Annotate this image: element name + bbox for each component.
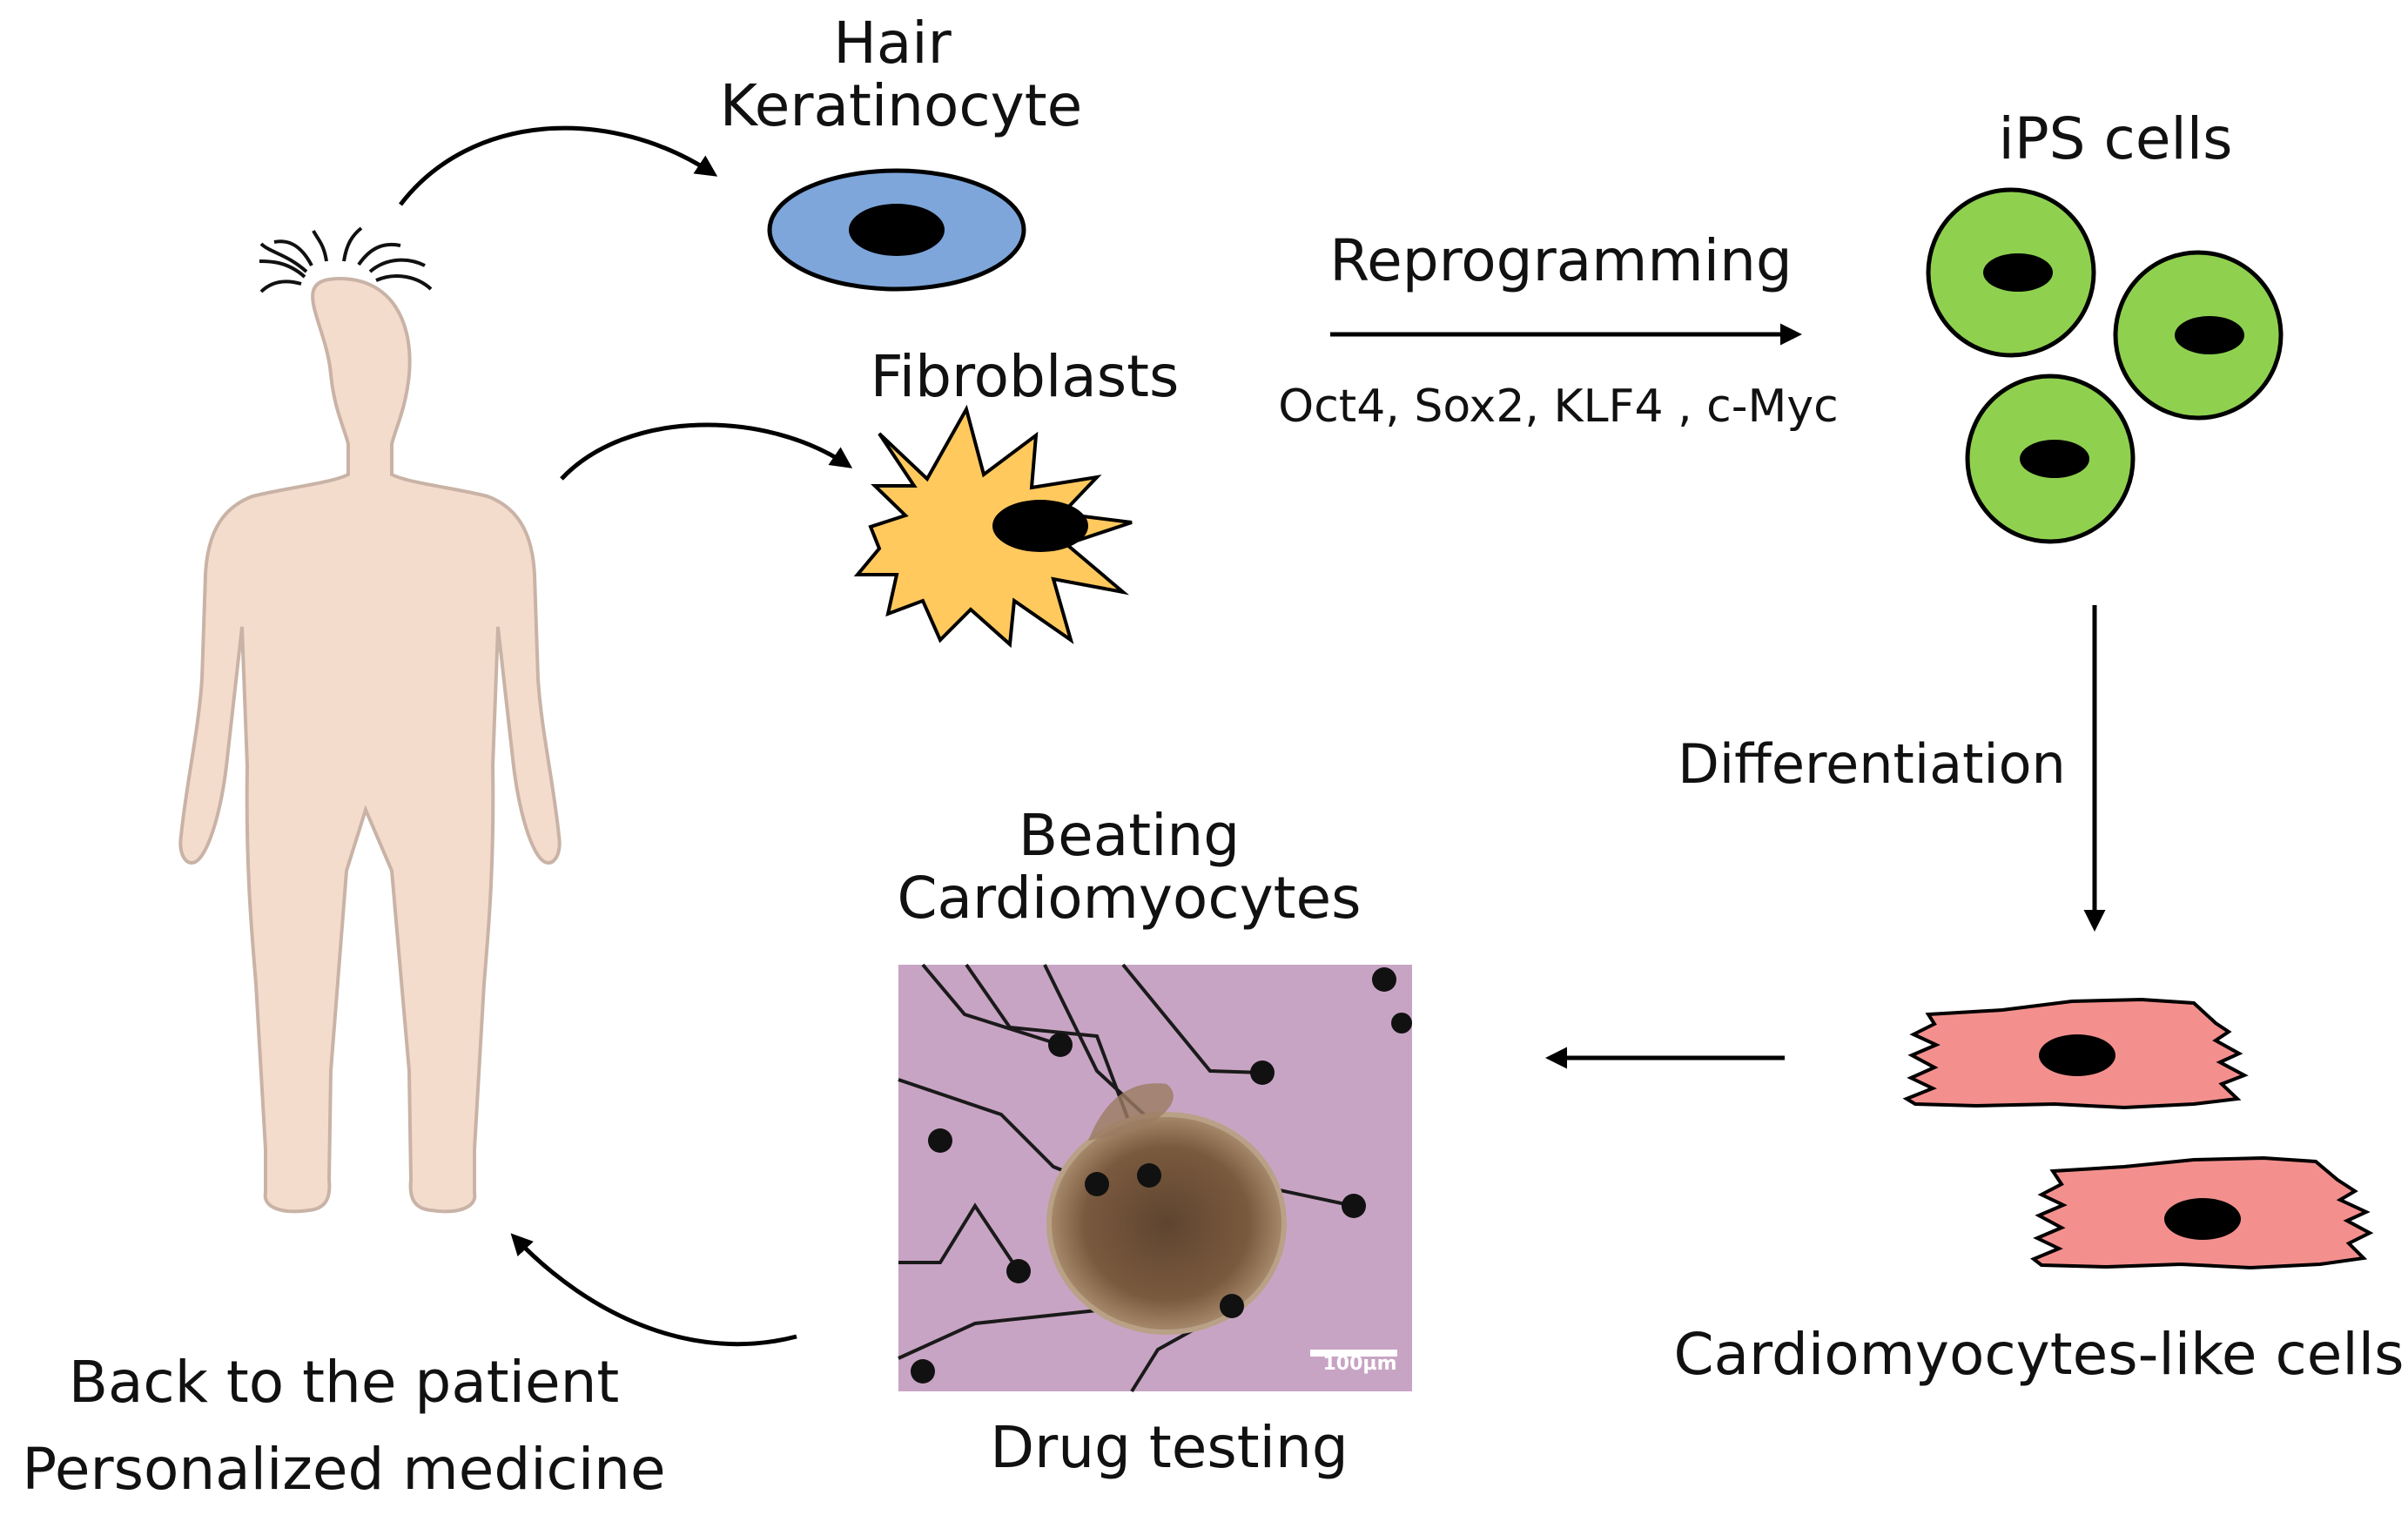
ips-cell-cluster — [1926, 187, 2284, 544]
reprogramming-factors-label: Oct4, Sox2, KLF4 , c-Myc — [1278, 380, 1839, 433]
scale-bar-label: 100µm — [1322, 1353, 1397, 1375]
keratinocyte-label: Keratinocyte — [719, 72, 1083, 139]
fibroblast-cell — [853, 404, 1133, 649]
electrodes — [911, 967, 1412, 1384]
drug-testing-label: Drug testing — [990, 1414, 1349, 1481]
keratinocyte-nucleus — [849, 204, 945, 256]
ips-cell — [1926, 187, 2096, 358]
micrograph-image — [898, 963, 1412, 1393]
reprogramming-label: Reprogramming — [1329, 227, 1793, 294]
human-figure — [178, 226, 562, 1214]
ips-cell — [2113, 250, 2284, 421]
beating-label: Beating — [1018, 802, 1241, 869]
hair-strands — [259, 226, 433, 293]
arrow-to-keratinocyte — [399, 125, 718, 206]
personalized-medicine-label: Personalized medicine — [22, 1436, 666, 1503]
human-body — [178, 276, 562, 1214]
cardiomyocyte-cluster — [1046, 1112, 1287, 1335]
arrow-back-to-patient — [510, 1233, 797, 1347]
cardiomyocyte-like-cell — [2030, 1155, 2374, 1270]
arrow-to-fibroblast — [560, 422, 853, 481]
differentiation-label: Differentiation — [1678, 732, 2066, 796]
scale-bar — [1310, 1350, 1397, 1357]
fibroblasts-label: Fibroblasts — [870, 343, 1180, 410]
cardiomyocyte-like-cell — [1902, 997, 2249, 1110]
keratinocyte-cell — [767, 168, 1026, 292]
ips-cell — [1965, 374, 2136, 544]
back-to-patient-label: Back to the patient — [68, 1349, 620, 1416]
hair-label: Hair — [833, 10, 952, 77]
ips-cells-label: iPS cells — [1998, 105, 2233, 172]
cardiomyocytes-label: Cardiomyocytes — [897, 865, 1362, 932]
cardiomyocytes-like-cells-label: Cardiomyocytes-like cells — [1673, 1321, 2405, 1388]
fibroblast-nucleus — [992, 500, 1088, 552]
